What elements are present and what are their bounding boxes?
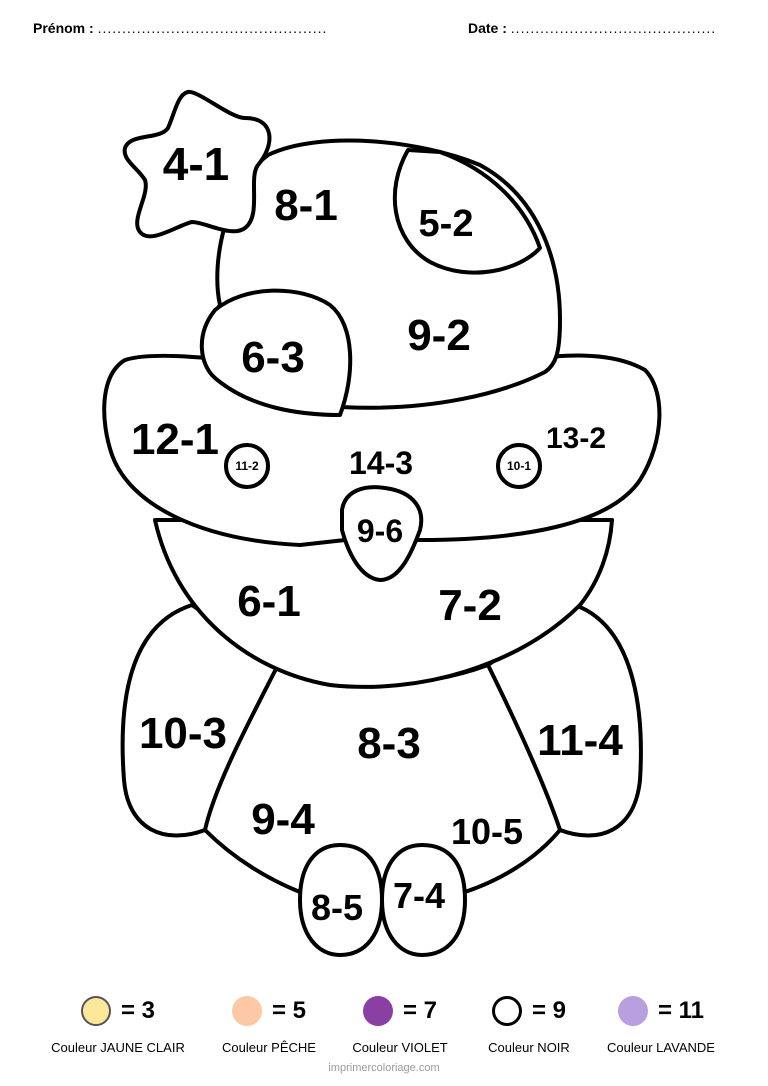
legend-item-11: = 11 Couleur LAVANDE (586, 994, 736, 1055)
legend-item-9: = 9 Couleur NOIR (454, 994, 604, 1055)
belly-center-label: 8-3 (357, 719, 421, 768)
hat-star (122, 90, 272, 239)
legend-color-name: Couleur VIOLET (352, 1040, 448, 1055)
legend-color-name: Couleur LAVANDE (607, 1040, 715, 1055)
right-eye (496, 443, 542, 489)
chest-right-label: 7-2 (438, 581, 502, 630)
wing-left-label: 10-3 (139, 709, 227, 758)
name-label: Prénom : (33, 20, 94, 36)
foot-left-label: 8-5 (311, 887, 363, 928)
hat-top-label: 8-1 (274, 181, 338, 230)
face-center-label: 14-3 (349, 445, 413, 481)
beak (340, 485, 424, 582)
legend-item-5: = 5 Couleur PÊCHE (194, 994, 344, 1055)
legend-value: = 7 (402, 997, 438, 1024)
chest (153, 518, 614, 689)
legend-color-name: Couleur NOIR (488, 1040, 570, 1055)
belly-right-label: 10-5 (451, 811, 523, 852)
face-left-label: 12-1 (131, 415, 219, 464)
right-foot (380, 843, 467, 957)
hat-center-label: 9-2 (407, 311, 471, 360)
legend-value: = 3 (120, 997, 156, 1024)
legend-color-name: Couleur PÊCHE (222, 1040, 316, 1055)
left-eye (224, 443, 270, 489)
hat-patch-right (392, 148, 542, 275)
beak-label: 9-6 (357, 513, 403, 549)
hat-patch-right-label: 5-2 (419, 203, 474, 245)
legend-value: = 9 (531, 997, 567, 1024)
date-field: Date : .................................… (468, 20, 716, 36)
belly-left-label: 9-4 (251, 795, 315, 844)
color-swatch-icon (80, 996, 111, 1026)
date-blank: ........................................… (510, 20, 717, 36)
legend-item-7: = 7 Couleur VIOLET (325, 994, 475, 1055)
chest-left-label: 6-1 (237, 577, 301, 626)
legend-color-name: Couleur JAUNE CLAIR (51, 1040, 185, 1055)
face-right-label: 13-2 (546, 422, 606, 455)
hat-patch-left (199, 288, 353, 417)
star-label: 4-1 (163, 138, 229, 190)
foot-right-label: 7-4 (393, 875, 445, 916)
site-watermark: imprimercoloriage.com (328, 1062, 440, 1074)
eye-right-label: 10-1 (507, 459, 531, 473)
color-swatch-icon (231, 996, 262, 1026)
date-label: Date : (468, 20, 507, 36)
legend-value: = 5 (271, 997, 307, 1024)
name-blank: ........................................… (97, 20, 328, 36)
color-swatch-icon (617, 996, 648, 1026)
legend-value: = 11 (657, 997, 705, 1024)
color-swatch-icon (491, 996, 522, 1026)
name-field: Prénom : ...............................… (33, 20, 327, 36)
legend-item-3: = 3 Couleur JAUNE CLAIR (43, 994, 193, 1055)
eye-left-label: 11-2 (235, 459, 259, 473)
wing-right-label: 11-4 (537, 716, 623, 765)
color-swatch-icon (362, 996, 393, 1026)
hat-patch-left-label: 6-3 (241, 333, 305, 382)
